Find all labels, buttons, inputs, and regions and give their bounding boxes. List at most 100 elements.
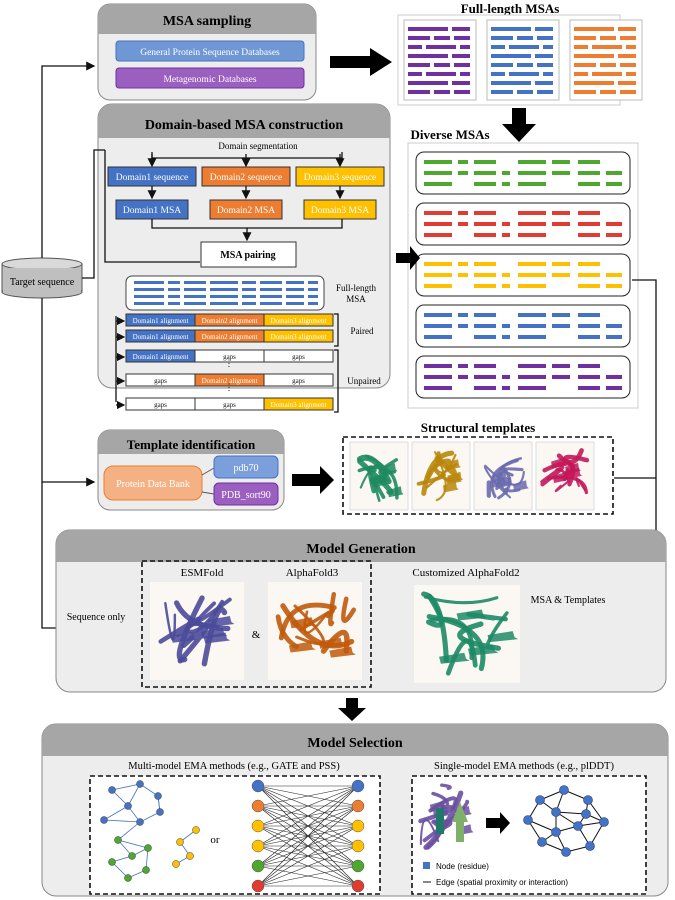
beta-strand	[318, 637, 346, 649]
db-general-protein: General Protein Sequence Databases	[140, 48, 280, 58]
target-sequence-cylinder: Target sequence	[1, 257, 83, 299]
msa-dash	[574, 90, 596, 94]
model-generation-title: Model Generation	[306, 542, 415, 557]
msa-dash	[134, 302, 164, 305]
domain-segmentation-label: Domain segmentation	[218, 141, 298, 151]
msa-dash	[242, 281, 256, 284]
domain-msa-title: Domain-based MSA construction	[145, 118, 344, 133]
msa-dash	[460, 72, 470, 76]
msa-dash	[491, 81, 531, 85]
msa-dash	[458, 375, 468, 379]
ribbon-segment	[434, 453, 457, 474]
residue-node	[559, 785, 569, 795]
network-edge	[111, 783, 141, 791]
alignment-label: Domain1 alignment	[133, 333, 189, 341]
bipartite-edge	[257, 785, 359, 867]
bipartite-node	[351, 819, 365, 833]
msa-dash	[210, 281, 238, 284]
ema-graphs-group	[100, 779, 609, 893]
msa-dash	[592, 72, 622, 76]
domain-msa-box	[209, 199, 283, 220]
msa-dash	[502, 284, 510, 288]
msa-dash	[424, 233, 452, 237]
bipartite-node	[351, 879, 365, 893]
db-pdb-sort90: PDB_sort90	[221, 490, 270, 501]
msa-dash	[518, 233, 546, 237]
msa-dash	[552, 273, 570, 277]
beta-strand	[447, 471, 464, 483]
msa-dash	[286, 288, 304, 291]
msa-dash	[600, 90, 616, 94]
bipartite-edge	[257, 785, 359, 887]
msa-dash	[286, 295, 304, 298]
msa-dash	[517, 90, 533, 94]
residue-node	[551, 807, 561, 817]
msa-dash	[502, 182, 510, 186]
legend-edge-label: Edge (spatial proximity or interaction)	[436, 878, 568, 887]
msa-dash	[543, 45, 553, 49]
or-label: or	[210, 834, 220, 846]
network-node	[114, 836, 122, 844]
network-edge	[127, 783, 141, 807]
msa-dash	[618, 54, 636, 58]
msa-dash	[260, 295, 282, 298]
bipartite-node	[351, 779, 365, 793]
alignment-cell	[263, 313, 334, 327]
template-structure	[416, 450, 464, 502]
beta-strand	[381, 463, 398, 475]
legend-node-swatch	[423, 862, 430, 869]
beta-strand	[329, 646, 356, 658]
beta-strand	[387, 486, 404, 498]
msa-dash	[260, 281, 282, 284]
msa-dash	[606, 171, 622, 175]
msa-dash	[286, 281, 304, 284]
msa-dash	[491, 45, 505, 49]
msa-dash	[517, 63, 533, 67]
msa-dash	[606, 375, 622, 379]
msa-dash	[578, 211, 600, 215]
msa-dash	[552, 160, 570, 164]
network-edge	[111, 789, 129, 807]
bipartite-node	[251, 779, 265, 793]
gap-cell	[263, 349, 334, 363]
multi-model-label: Multi-model EMA methods (e.g., GATE and …	[128, 761, 340, 772]
msa-dash	[620, 36, 636, 40]
msa-dash	[168, 288, 180, 291]
msa-dash	[606, 233, 622, 237]
msa-dash	[458, 262, 468, 266]
gap-label: gaps	[223, 401, 236, 409]
ribbon-segment	[554, 480, 570, 493]
unpaired-bracket	[334, 349, 339, 413]
ribbon-segment	[431, 791, 450, 806]
msa-dash	[408, 45, 422, 49]
msa-dash	[502, 375, 510, 379]
template-structure	[540, 448, 590, 495]
alignment-cell	[263, 329, 334, 343]
msa-dash	[618, 27, 636, 31]
protein-data-bank: Protein Data Bank	[116, 479, 190, 490]
msa-dash	[509, 72, 539, 76]
msa-dash	[618, 81, 636, 85]
helix-segment	[436, 808, 444, 834]
msa-dash	[184, 281, 206, 284]
msa-dash	[286, 302, 304, 305]
msa-dash	[552, 171, 570, 175]
full-length-msa-box	[125, 275, 325, 311]
msa-dash	[518, 160, 546, 164]
domain-msa-label: Domain3 MSA	[311, 206, 369, 216]
beta-arrow	[452, 802, 468, 842]
domain-msa-label: Domain1 MSA	[123, 206, 181, 216]
msa-dash	[474, 273, 496, 277]
msa-dash	[168, 302, 180, 305]
bipartite-edge	[257, 785, 359, 847]
structural-templates-title: Structural templates	[421, 420, 535, 435]
msa-dash	[491, 63, 513, 67]
arrow-domain-to-diverse	[396, 246, 420, 270]
msa-dash	[574, 72, 588, 76]
msa-dash	[552, 222, 570, 226]
msa-dash	[574, 81, 614, 85]
domain-sequence-label: Domain2 sequence	[210, 173, 283, 183]
gap-label: gaps	[292, 377, 305, 385]
msa-dash	[578, 262, 600, 266]
